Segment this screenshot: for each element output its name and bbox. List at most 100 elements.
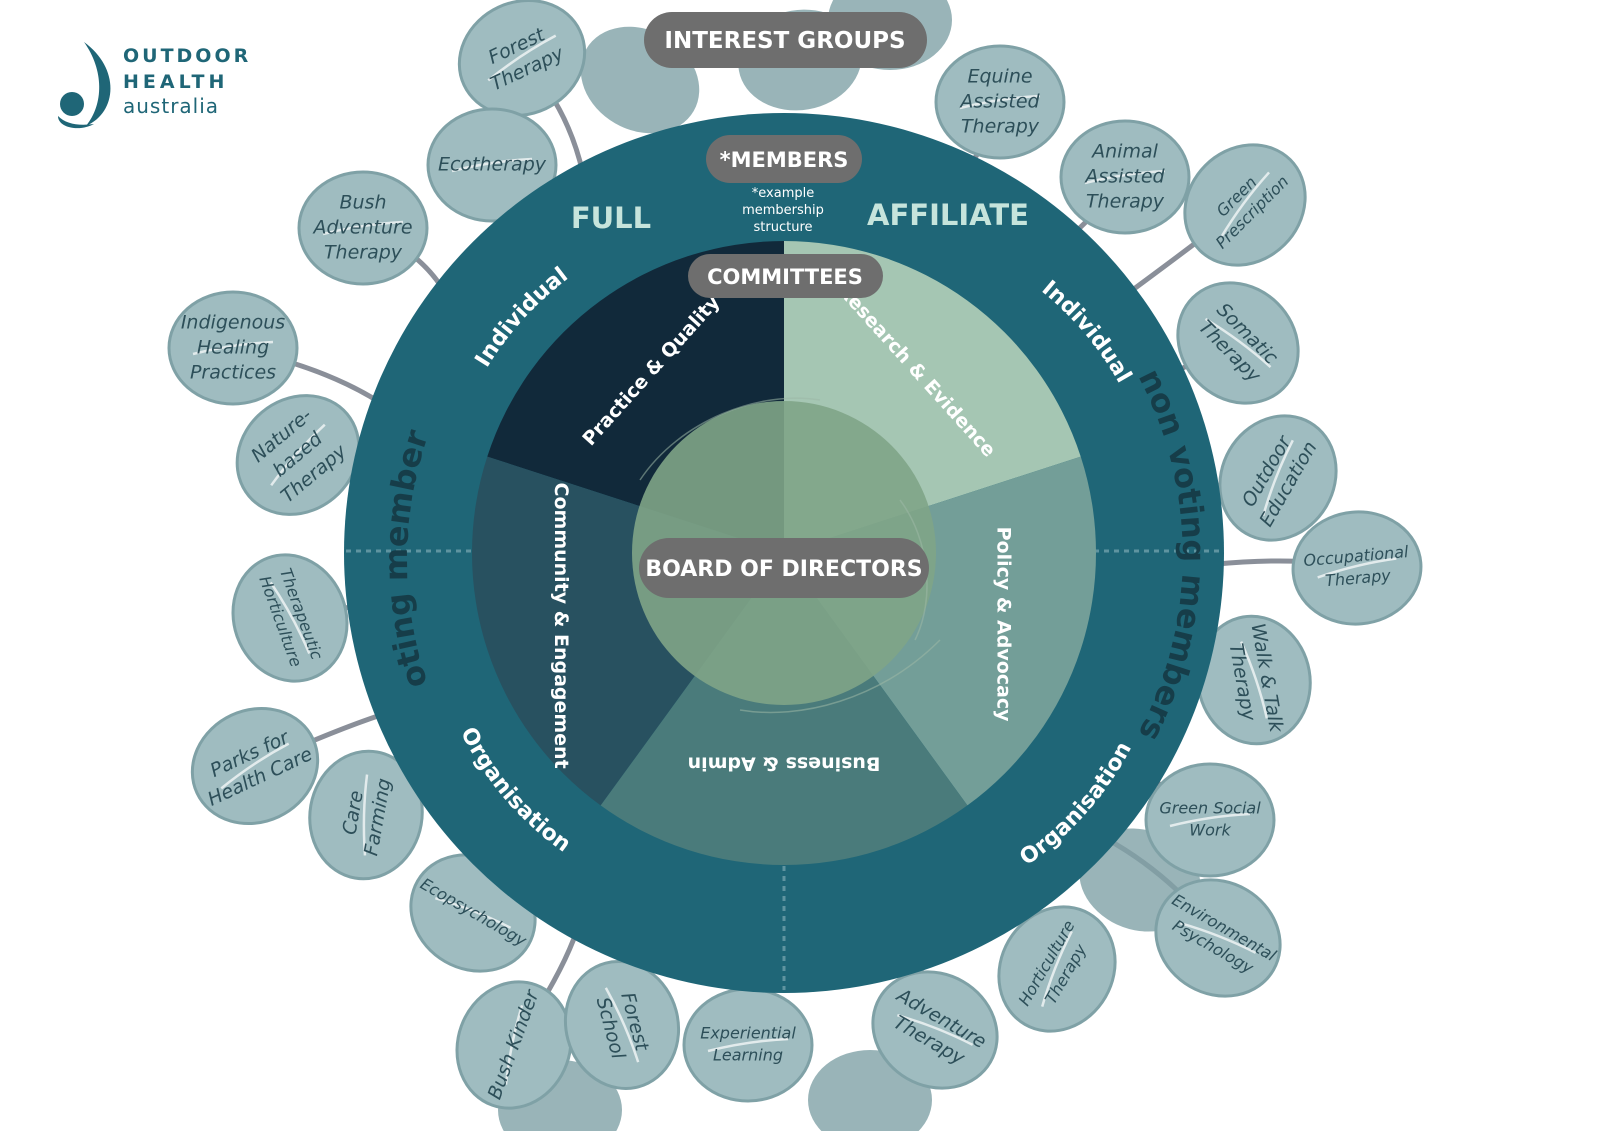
interest-group-label: Learning: [713, 1046, 783, 1065]
leaf-shape: [871, 970, 999, 1090]
leaf-shape: [1059, 119, 1191, 235]
interest-group-label: Assisted: [958, 91, 1040, 113]
leaf-vein: [897, 1013, 974, 1046]
leaf-vein: [504, 1004, 524, 1085]
logo-line-1: OUTDOOR: [123, 45, 251, 67]
committees-pill: COMMITTEES: [688, 254, 883, 298]
interest-group-label: Adventure: [311, 217, 412, 239]
leaf-shape: [297, 170, 429, 286]
leaf-vein: [1261, 439, 1294, 516]
leaf-shape: [934, 44, 1066, 160]
leaf-shape: [1176, 281, 1300, 405]
interest-groups-label: INTEREST GROUPS: [664, 28, 905, 54]
leaf-shape: [455, 980, 573, 1110]
leaf-vein: [362, 774, 369, 856]
leaf-shape: [235, 394, 361, 516]
leaf-shape: [1291, 510, 1423, 626]
members-note-line-3: structure: [754, 220, 813, 235]
leaf-shape: [1154, 878, 1282, 998]
members-note-line-2: membership: [742, 203, 824, 218]
interest-group-label: Therapy: [1086, 191, 1165, 213]
interest-group-leaves: ForestTherapyEcotherapyBushAdventureTher…: [167, 0, 1423, 1131]
interest-group-label: Therapy: [961, 116, 1040, 138]
leaf-shape: [997, 905, 1117, 1033]
committee-label: Community & Engagement: [550, 483, 572, 769]
board-label: BOARD OF DIRECTORS: [645, 557, 922, 582]
logo: OUTDOOR HEALTH australia: [58, 42, 251, 129]
interest-group-label: Bush: [339, 192, 386, 214]
committee-wedge: [600, 553, 968, 865]
members-pill-bg: [706, 135, 862, 183]
ring-dividers: [346, 549, 1222, 990]
logo-line-3: australia: [123, 94, 219, 118]
leaf-shape: [1183, 143, 1307, 267]
interest-group-label: Therapy: [324, 242, 403, 264]
leaf-vein: [451, 157, 533, 173]
affiliate-label: AFFILIATE: [867, 198, 1029, 232]
interest-group-label: Animal: [1090, 141, 1158, 163]
leaf-vein: [1180, 921, 1257, 954]
leaf-vein: [1040, 930, 1073, 1007]
leaf-shape: [1218, 414, 1338, 542]
leaf-vein: [1169, 812, 1251, 828]
interest-group-leaf: Ecotherapy: [426, 107, 558, 223]
members-note-line-1: *example: [752, 186, 814, 201]
members-label: *MEMBERS: [720, 148, 849, 172]
leaf-vein: [1204, 317, 1272, 368]
leaf-shape: [190, 706, 320, 826]
leaf-vein: [322, 220, 404, 236]
leaf-vein: [220, 742, 290, 790]
interest-group-label: Equine: [967, 66, 1032, 88]
board-pill-bg: [639, 538, 929, 598]
leaf-vein: [1240, 641, 1269, 719]
interest-group-label: Assisted: [1083, 166, 1165, 188]
leaf-vein: [270, 423, 326, 487]
committee-label: Policy & Advocacy: [992, 527, 1014, 723]
leaf-shape: [231, 553, 349, 683]
interest-group-leaf: Bush Kinder: [455, 980, 573, 1110]
leaf-shape: [426, 107, 558, 223]
members-pill: *MEMBERS: [706, 135, 862, 183]
leaf-vein: [1219, 171, 1270, 239]
logo-line-2: HEALTH: [123, 71, 228, 93]
full-label: FULL: [571, 201, 651, 235]
leaf-shape: [1144, 762, 1276, 878]
interest-group-label: Green Social: [1159, 799, 1261, 818]
committees-pill-bg: [688, 254, 883, 298]
interest-group-label: Healing: [197, 337, 269, 359]
interest-group-label: Experiential: [700, 1024, 796, 1043]
leaf-shape: [563, 960, 681, 1090]
leaf-vein: [707, 1037, 789, 1053]
interest-groups-pill-bg: [644, 12, 927, 68]
interest-group-label: Practices: [190, 362, 276, 384]
leaf-vein: [959, 94, 1041, 110]
interest-group-label: Ecotherapy: [438, 154, 547, 176]
board-pill: BOARD OF DIRECTORS: [639, 538, 929, 598]
leaf-vein: [1317, 557, 1397, 579]
leaf-vein: [435, 896, 512, 929]
interest-group-label: Work: [1189, 821, 1231, 840]
logo-mark-icon: [58, 42, 111, 129]
committee-label: Business & Admin: [688, 753, 881, 775]
leaf-vein: [1084, 169, 1166, 185]
